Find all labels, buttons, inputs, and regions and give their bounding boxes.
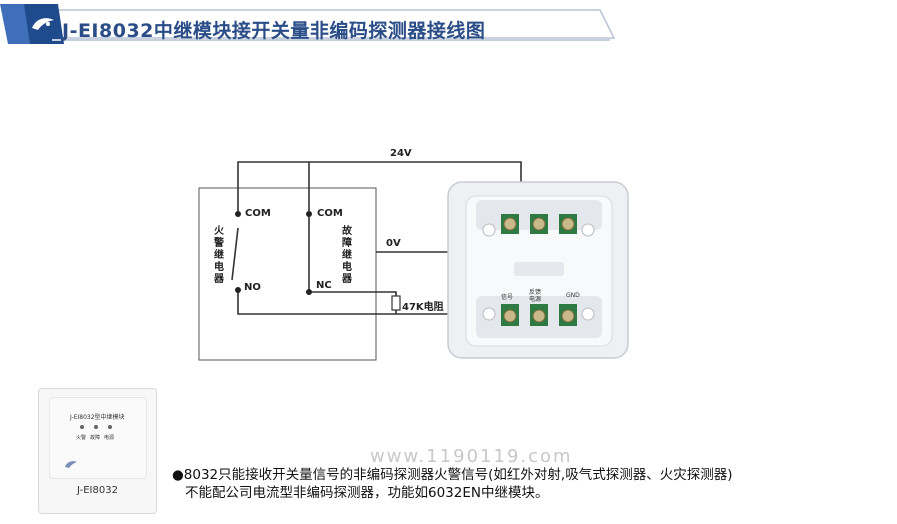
label-resistor: 47K电阻 <box>402 302 444 313</box>
label-fault-relay: 故 障 继 电 器 <box>342 226 352 285</box>
resistor-47k <box>391 295 401 311</box>
led-label-power: 电源 <box>104 435 115 441</box>
terminal-label-signal: 信号 <box>501 294 514 301</box>
wire-fire-no <box>237 290 510 315</box>
terminal-label-gnd: GND <box>566 292 580 299</box>
product-image: J-EI8032型中继模块 火警 故障 电源 <box>49 397 147 479</box>
page-title: J-EI8032中继模块接开关量非编码探测器接线图 <box>62 20 486 42</box>
bottom-terminals <box>501 304 577 326</box>
note-line-2: 不能配公司电流型非编码探测器，功能如6032EN中继模块。 <box>185 485 549 501</box>
note-text: ●8032只能接收开关量信号的非编码探测器火警信号(如红外对射,吸气式探测器、火… <box>172 466 732 502</box>
label-fault-com: COM <box>317 208 343 219</box>
label-fire-com: COM <box>245 208 271 219</box>
fire-relay-switch <box>231 227 239 281</box>
led-label-fire: 火警 <box>76 435 87 441</box>
note-line-1: ●8032只能接收开关量信号的非编码探测器火警信号(如红外对射,吸气式探测器、火… <box>172 467 733 483</box>
watermark: www.1190119.com <box>370 446 573 467</box>
product-caption: J-EI8032 <box>77 485 118 496</box>
label-fire-relay: 火 警 继 电 器 <box>214 226 224 285</box>
label-fault-nc: NC <box>316 280 332 291</box>
module-base <box>447 181 629 359</box>
brand-logo-icon <box>65 461 77 468</box>
led-indicators <box>80 425 112 429</box>
top-terminals <box>501 214 577 234</box>
product-thumbnail: J-EI8032型中继模块 火警 故障 电源 J-EI8032 <box>38 388 157 514</box>
label-fire-no: NO <box>244 282 261 293</box>
logo-icon <box>32 18 54 30</box>
label-0v: 0V <box>386 238 401 249</box>
wiring-diagram <box>198 161 629 361</box>
label-24v: 24V <box>390 148 412 159</box>
product-module-label: J-EI8032型中继模块 <box>70 414 125 421</box>
title-banner <box>0 4 616 44</box>
wire-nc-resistor <box>309 291 397 314</box>
led-label-fault: 故障 <box>90 435 101 441</box>
relay-box <box>198 187 377 361</box>
terminal-label-feedback: 反馈 电源 <box>529 289 542 303</box>
